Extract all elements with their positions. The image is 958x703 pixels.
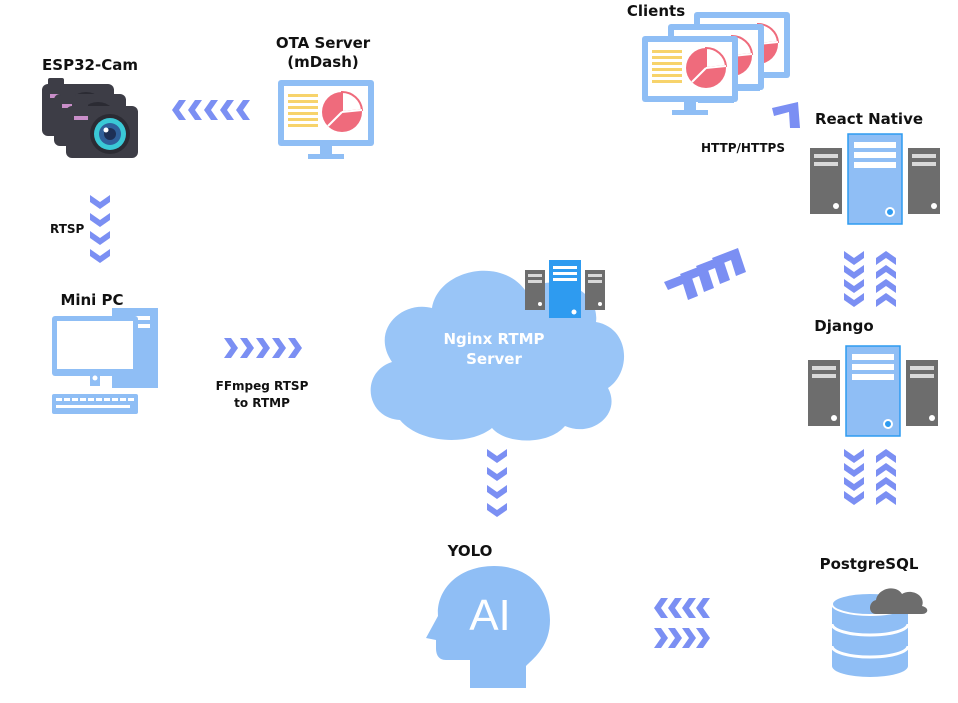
arrow-nginx-to-yolo bbox=[487, 449, 507, 517]
arrow-react-django bbox=[844, 251, 896, 307]
rtsp-label: RTSP bbox=[50, 222, 85, 236]
monitor-icon bbox=[277, 79, 375, 160]
arrow-esp32-to-minipc bbox=[90, 195, 110, 263]
nginx-label-1: Nginx RTMP bbox=[443, 330, 544, 348]
postgres-label: PostgreSQL bbox=[820, 555, 919, 573]
clients-label: Clients bbox=[627, 2, 685, 20]
arrow-nginx-to-react bbox=[664, 248, 746, 300]
server-icon bbox=[525, 260, 605, 318]
minipc-label: Mini PC bbox=[60, 291, 123, 309]
http-label: HTTP/HTTPS bbox=[701, 141, 785, 155]
server-icon bbox=[809, 133, 941, 225]
arrow-react-to-clients bbox=[772, 102, 800, 128]
camera-icon bbox=[42, 78, 138, 158]
ffmpeg-label-2: to RTMP bbox=[234, 396, 290, 410]
server-icon bbox=[807, 345, 939, 437]
django-label: Django bbox=[814, 317, 873, 335]
nginx-label-2: Server bbox=[466, 350, 522, 368]
arrow-django-postgres bbox=[844, 449, 896, 505]
pc-icon bbox=[52, 308, 158, 414]
ffmpeg-label-1: FFmpeg RTSP bbox=[216, 379, 309, 393]
esp32-label: ESP32-Cam bbox=[42, 56, 138, 74]
react-label: React Native bbox=[815, 110, 923, 128]
arrow-postgres-yolo bbox=[654, 598, 710, 648]
database-icon bbox=[830, 588, 928, 677]
monitor-icon bbox=[641, 11, 791, 116]
arrow-minipc-to-nginx bbox=[224, 338, 302, 358]
head-icon bbox=[426, 566, 550, 688]
ai-text: AI bbox=[469, 591, 511, 640]
ota-label-2: (mDash) bbox=[287, 53, 359, 71]
ota-label-1: OTA Server bbox=[276, 34, 371, 52]
yolo-label: YOLO bbox=[447, 542, 493, 560]
arrow-ota-to-esp32 bbox=[172, 100, 250, 120]
